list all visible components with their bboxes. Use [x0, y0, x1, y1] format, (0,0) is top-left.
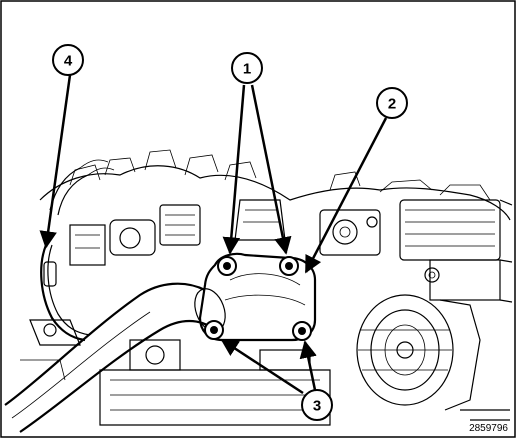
leader-1b [250, 84, 292, 255]
callout-2-label: 2 [388, 96, 396, 113]
leader-3a [220, 338, 304, 395]
leader-3b [299, 340, 317, 391]
leader-2 [304, 117, 388, 274]
leader-1a [222, 84, 246, 255]
bolt-upper-left [217, 256, 237, 276]
bolt-upper-right [279, 256, 299, 276]
leader-lines [39, 74, 388, 395]
callout-4: 4 [52, 44, 84, 76]
callout-3: 3 [301, 389, 333, 421]
bolt-lower-left [204, 320, 224, 340]
callout-2: 2 [376, 87, 408, 119]
leader-4 [39, 74, 72, 249]
callout-1: 1 [231, 52, 263, 84]
callout-1-label: 1 [243, 61, 251, 78]
callout-3-label: 3 [313, 398, 321, 415]
callout-4-label: 4 [64, 53, 73, 70]
bolt-lower-right [292, 321, 312, 341]
figure-number: 2859796 [469, 423, 508, 434]
